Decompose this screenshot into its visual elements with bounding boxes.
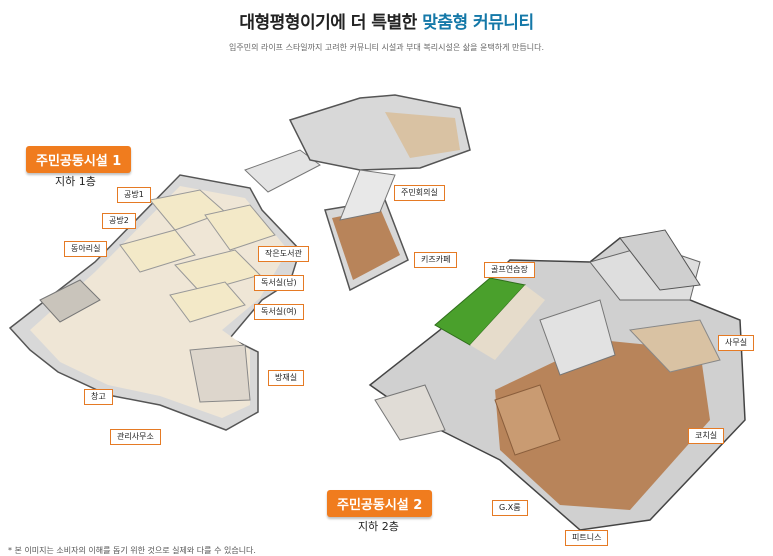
label-disaster: 방재실 [268, 370, 305, 386]
label-meeting: 주민회의실 [394, 185, 445, 201]
section1-floor: 지하 1층 [55, 175, 96, 188]
b2-golf-walk [470, 285, 545, 360]
title-main: 대형평형이기에 더 특별한 [239, 13, 423, 33]
b1-corridor [244, 149, 321, 193]
b2-fitness-floor [495, 340, 710, 510]
label-library: 작은도서관 [258, 246, 309, 262]
b2-left-wing [374, 384, 446, 441]
b1-room-club [119, 229, 196, 273]
label-gx: G.X룸 [492, 500, 528, 516]
label-storage: 창고 [84, 389, 113, 405]
b2-office-block [628, 319, 721, 373]
label-study-male: 독서실(남) [254, 275, 304, 291]
b1-room-library [204, 204, 276, 251]
b1-room-study2 [169, 281, 246, 323]
section2-floor: 지하 2층 [358, 520, 399, 533]
label-golf: 골프연습장 [484, 262, 535, 278]
label-workshop2: 공방2 [102, 213, 136, 229]
b2-locker-block [539, 299, 616, 376]
b1-meeting-room [385, 112, 460, 158]
title-highlight: 맞춤형 커뮤니티 [422, 13, 534, 33]
footer-note: * 본 이미지는 소비자의 이해를 돕기 위한 것으로 실제와 다를 수 있습니… [8, 546, 256, 555]
label-fitness: 피트니스 [565, 530, 609, 546]
label-kids-cafe: 키즈카페 [414, 252, 458, 268]
b2-upper-room [619, 229, 701, 291]
b2-gx-floor [494, 384, 561, 456]
label-management: 관리사무소 [110, 429, 161, 445]
label-club: 동아리실 [64, 241, 108, 257]
page-title: 대형평형이기에 더 특별한 맞춤형 커뮤니티 [0, 8, 773, 33]
b1-room-disaster [189, 344, 251, 403]
label-coach: 코치실 [688, 428, 725, 444]
b1-kids-floor [332, 208, 400, 280]
page-subtitle: 입주민의 라이프 스타일까지 고려한 커뮤니티 시설과 부대 복리시설은 삶을 … [228, 43, 544, 52]
section1-badge: 주민공동시설 1 [26, 146, 132, 173]
label-study-female: 독서실(여) [254, 304, 304, 320]
b1-room-storage [39, 279, 101, 323]
label-workshop1: 공방1 [117, 187, 151, 203]
section2-badge: 주민공동시설 2 [327, 490, 433, 517]
b1-link [339, 169, 396, 221]
label-office: 사무실 [718, 335, 755, 351]
